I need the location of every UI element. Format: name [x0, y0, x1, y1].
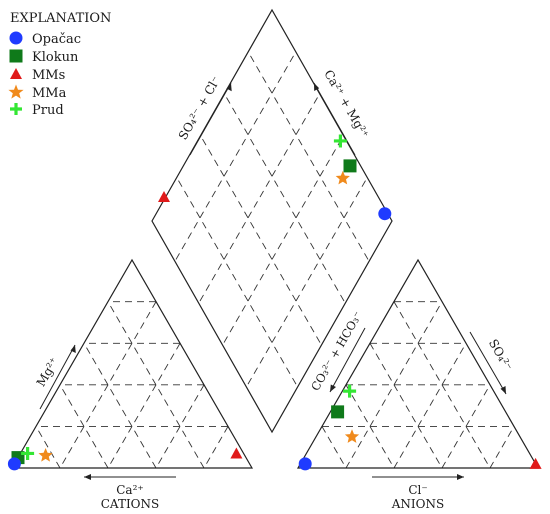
diamond-outline: [151, 8, 393, 434]
carbonate-axis-arrow: [329, 327, 366, 393]
anion-triangle: CO₃²⁻ + HCO₃⁻ SO₄²⁻ Cl⁻ ANIONS: [296, 258, 542, 511]
sulfate-axis-arrow: [469, 331, 507, 395]
diamond-gridline: [199, 92, 321, 302]
diamond-left-axis: SO₄²⁻ + Cl⁻: [176, 74, 232, 156]
diamond: SO₄²⁻ + Cl⁻ Ca²⁺ + Mg²⁺: [151, 8, 393, 434]
anion-point-prud: [343, 384, 357, 398]
anion-point-mma: [344, 429, 360, 443]
anion-grid: [321, 301, 515, 469]
mg-arrowhead: [70, 345, 76, 353]
legend: EXPLANATION Opačac Klokun MMs MMa Prud: [8, 11, 111, 118]
legend-item-prud: Prud: [10, 103, 64, 118]
cation-gridline: [35, 426, 61, 469]
camg-axis-arrow: [313, 82, 356, 156]
anion-left-axis: CO₃²⁻ + HCO₃⁻: [308, 309, 366, 393]
diamond-gridline: [223, 92, 345, 302]
mg-axis-arrow: [39, 344, 76, 410]
diamond-point-prud: [333, 134, 347, 148]
anion-point-opaac: [298, 457, 312, 471]
diamond-point-mms: [158, 191, 170, 203]
cation-gridline: [107, 343, 181, 469]
sulfate-arrowhead: [500, 386, 506, 394]
legend-marker-square: [9, 49, 23, 63]
ca-arrowhead: [84, 474, 91, 480]
so4cl-arrowhead: [226, 83, 232, 92]
cation-triangle: Mg²⁺ Ca²⁺ CATIONS: [7, 258, 254, 511]
cl-arrowhead: [457, 474, 464, 480]
diamond-point-mma: [335, 170, 350, 185]
camg-arrowhead: [314, 83, 320, 91]
anion-gridline: [489, 426, 515, 469]
diamond-grid: [175, 51, 369, 385]
mg-axis-label: Mg²⁺: [34, 355, 62, 389]
cl-axis-label: Cl⁻: [408, 483, 427, 497]
legend-marker-circle: [9, 31, 23, 45]
legend-label: Prud: [32, 103, 64, 118]
anion-bottom-axis: Cl⁻ ANIONS: [372, 474, 464, 511]
legend-item-mma: MMa: [8, 84, 67, 101]
legend-marker-star: [8, 84, 24, 99]
legend-marker-plus: [10, 103, 22, 115]
diamond-gridline: [175, 176, 297, 385]
cation-points: [7, 446, 243, 471]
legend-label: MMs: [32, 68, 65, 83]
carbonate-arrowhead: [330, 384, 336, 392]
cations-title: CATIONS: [101, 497, 160, 511]
legend-title: EXPLANATION: [10, 11, 111, 26]
ca-axis-label: Ca²⁺: [116, 483, 143, 497]
anions-title: ANIONS: [391, 497, 444, 511]
anion-point-mms: [529, 457, 542, 469]
so4cl-axis-arrow: [189, 82, 232, 156]
legend-label: Klokun: [32, 50, 79, 65]
anion-gridline: [369, 343, 443, 469]
cation-gridline: [155, 384, 205, 469]
anion-points: [298, 384, 542, 471]
cation-triangle-outline: [10, 258, 254, 469]
diamond-gridline: [247, 51, 369, 260]
cation-gridline: [59, 384, 109, 469]
cation-point-opaac: [7, 457, 21, 471]
diamond-points: [158, 134, 392, 221]
anion-point-klokun: [331, 405, 345, 419]
cation-side-axis: Mg²⁺: [34, 344, 76, 410]
anion-triangle-outline: [296, 258, 540, 469]
cation-point-mma: [38, 448, 53, 462]
anion-gridline: [441, 384, 491, 469]
cation-grid: [35, 301, 229, 469]
cation-bottom-axis: Ca²⁺ CATIONS: [84, 474, 176, 511]
legend-marker-triangle: [10, 68, 22, 79]
cation-point-mms: [230, 447, 243, 459]
anion-gridline: [393, 343, 467, 469]
cation-gridline: [83, 343, 157, 469]
anion-gridline: [321, 426, 347, 469]
legend-item-mms: MMs: [10, 68, 65, 83]
diamond-gridline: [223, 134, 345, 343]
anion-gridline: [345, 384, 395, 469]
diamond-point-opaac: [378, 207, 392, 221]
diamond-gridline: [199, 134, 321, 343]
legend-item-opacac: Opačac: [9, 31, 81, 47]
camg-axis-label: Ca²⁺ + Mg²⁺: [321, 67, 371, 140]
diamond-gridline: [247, 176, 369, 385]
legend-label: Opačac: [32, 32, 81, 47]
cation-gridline: [203, 426, 229, 469]
diamond-gridline: [175, 51, 297, 260]
diamond-point-klokun: [343, 159, 357, 173]
legend-item-klokun: Klokun: [9, 49, 79, 65]
cation-point-prud: [21, 446, 35, 460]
legend-label: MMa: [32, 86, 67, 101]
